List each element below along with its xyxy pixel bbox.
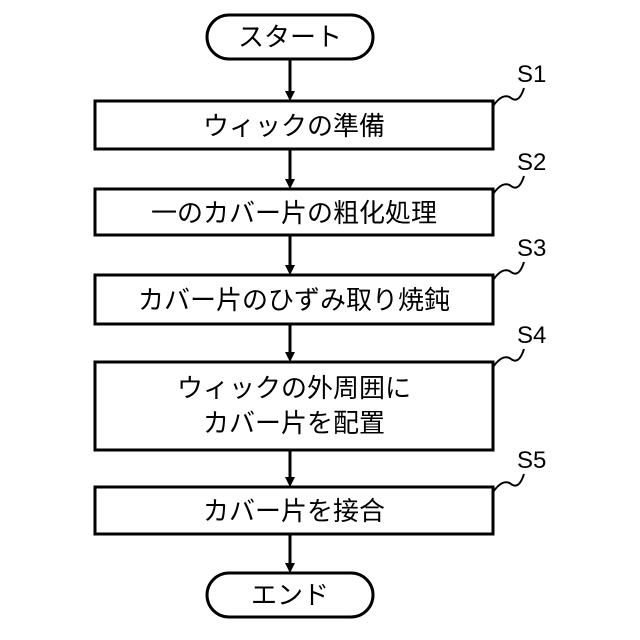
step-label-s2: 一のカバー片の粗化処理 (151, 199, 437, 229)
step-tag-s3: S3 (517, 235, 546, 262)
step-label-s3: カバー片のひずみ取り焼鈍 (138, 286, 450, 316)
step-leader-s4 (493, 349, 524, 367)
step-leader-s3 (493, 262, 524, 280)
start-label: スタート (238, 23, 342, 53)
step-leader-s5 (493, 474, 524, 492)
end-label: エンド (251, 581, 329, 611)
step-leader-s2 (493, 176, 524, 194)
step-tag-s5: S5 (517, 447, 546, 474)
step-label-s4-line1: ウィックの外周囲に (177, 374, 411, 404)
step-label-s4-line2: カバー片を配置 (203, 409, 385, 439)
step-label-s1: ウィックの準備 (203, 112, 385, 142)
step-tag-s2: S2 (517, 149, 546, 176)
step-tag-s1: S1 (517, 61, 546, 88)
step-leader-s1 (493, 88, 524, 106)
step-tag-s4: S4 (517, 322, 546, 349)
step-label-s5: カバー片を接合 (203, 497, 385, 527)
